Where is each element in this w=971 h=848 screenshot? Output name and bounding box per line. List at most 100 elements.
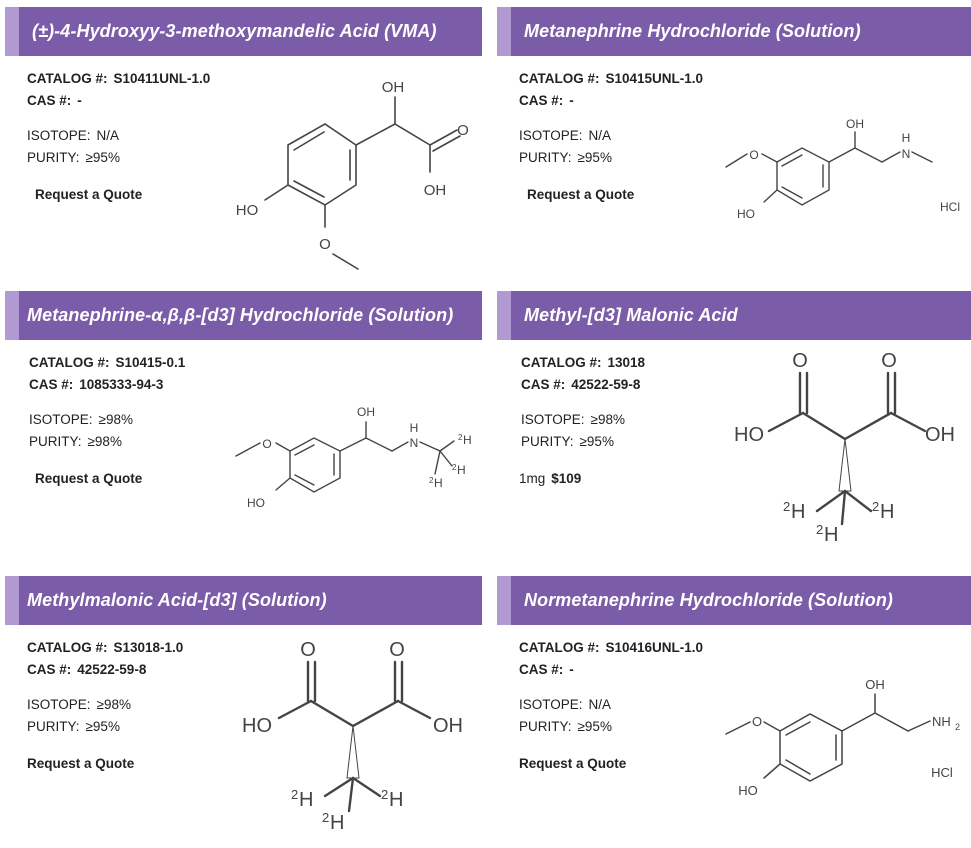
header-accent-bar xyxy=(497,576,511,625)
isotope-label: ISOTOPE: xyxy=(27,697,91,712)
product-info: CATALOG #: 13018 CAS #: 42522-59-8 ISOTOPE… xyxy=(521,352,645,453)
cas-number: - xyxy=(77,93,82,108)
catalog-label: CATALOG #: xyxy=(27,640,108,655)
purity-value: ≥95% xyxy=(579,434,614,449)
request-quote-link[interactable]: Request a Quote xyxy=(519,756,627,771)
purity-label: PURITY: xyxy=(27,719,80,734)
cas-number: 42522-59-8 xyxy=(571,377,641,392)
product-card: Normetanephrine Hydrochloride (Solution)… xyxy=(497,576,971,848)
atom-label: O xyxy=(457,122,469,139)
purity-label: PURITY: xyxy=(29,434,82,449)
isotope-mark: 2 xyxy=(458,433,463,442)
purity-value: ≥95% xyxy=(85,150,120,165)
product-info: CATALOG #:S10416UNL-1.0 CAS #:- ISOTOPE:… xyxy=(519,637,703,738)
card-header: Metanephrine-α,β,β-[d3] Hydrochloride (S… xyxy=(5,291,482,340)
request-quote-link[interactable]: Request a Quote xyxy=(35,187,143,202)
isotope-mark: 2 xyxy=(381,787,388,802)
isotope-mark: 2 xyxy=(872,499,879,514)
price-value: $109 xyxy=(551,471,582,486)
product-info: CATALOG #:S10415UNL-1.0 CAS #:- ISOTOPE:… xyxy=(519,68,703,169)
pack-size: 1mg xyxy=(519,471,546,486)
header-accent-bar xyxy=(497,291,511,340)
atom-label: O xyxy=(389,639,405,661)
isotope-mark: 2 xyxy=(452,463,457,472)
atom-label: H xyxy=(880,501,894,523)
request-quote-link[interactable]: Request a Quote xyxy=(27,756,135,771)
catalog-number: 13018 xyxy=(607,355,646,370)
isotope-label: ISOTOPE: xyxy=(519,128,583,143)
product-card: (±)-4-Hydroxyy-3-methoxymandelic Acid (V… xyxy=(5,7,484,279)
atom-label: HO xyxy=(236,202,259,219)
atom-label: OH xyxy=(865,677,885,692)
product-info: CATALOG #:S13018-1.0 CAS #:42522-59-8 IS… xyxy=(27,637,183,738)
atom-label: O xyxy=(881,350,897,372)
atom-label: N xyxy=(410,436,419,450)
catalog-label: CATALOG #: xyxy=(29,355,110,370)
atom-label: HO xyxy=(737,207,755,221)
product-card: Metanephrine-α,β,β-[d3] Hydrochloride (S… xyxy=(5,291,484,563)
product-title[interactable]: Normetanephrine Hydrochloride (Solution) xyxy=(524,590,894,610)
product-title[interactable]: Methyl-[d3] Malonic Acid xyxy=(524,305,738,325)
product-card: Metanephrine Hydrochloride (Solution) CA… xyxy=(497,7,971,279)
isotope-mark: 2 xyxy=(816,522,823,537)
isotope-value: N/A xyxy=(96,128,120,143)
isotope-mark: 2 xyxy=(429,476,434,485)
atom-label: H xyxy=(824,524,838,546)
atom-label: OH xyxy=(424,182,447,199)
atom-label: H xyxy=(791,501,805,523)
atom-label: O xyxy=(752,714,762,729)
isotope-value: ≥98% xyxy=(98,412,133,427)
product-info: CATALOG #: S10411UNL-1.0 CAS #:- ISOTOPE:… xyxy=(27,68,210,169)
atom-label: O xyxy=(792,350,808,372)
purity-label: PURITY: xyxy=(519,150,572,165)
atom-label: HCl xyxy=(931,765,953,780)
atom-label: H xyxy=(463,433,472,447)
header-accent-bar xyxy=(5,291,19,340)
isotope-label: ISOTOPE: xyxy=(521,412,585,427)
atom-label: O xyxy=(749,148,758,162)
isotope-label: ISOTOPE: xyxy=(27,128,91,143)
catalog-label: CATALOG #: xyxy=(519,71,600,86)
product-title[interactable]: Metanephrine Hydrochloride (Solution) xyxy=(524,21,861,41)
purity-value: ≥95% xyxy=(85,719,120,734)
atom-label: OH xyxy=(925,424,955,446)
request-quote-link[interactable]: Request a Quote xyxy=(527,187,635,202)
product-title[interactable]: Methylmalonic Acid-[d3] (Solution) xyxy=(27,590,327,610)
atom-label: O xyxy=(319,236,331,253)
atom-label: H xyxy=(434,476,443,490)
chemical-structure: OH H N O HO 2 H 2 H 2 H xyxy=(235,405,472,510)
price-row[interactable]: 1mg $109 xyxy=(519,471,581,486)
catalog-number: S10415-0.1 xyxy=(115,355,186,370)
atom-label: HO xyxy=(247,496,265,510)
catalog-number: S10411UNL-1.0 xyxy=(113,71,211,86)
atom-label: OH xyxy=(433,715,463,737)
atom-label: H xyxy=(389,789,403,811)
isotope-label: ISOTOPE: xyxy=(519,697,583,712)
atom-label: HO xyxy=(242,715,272,737)
atom-label: HO xyxy=(734,424,764,446)
isotope-mark: 2 xyxy=(291,787,298,802)
isotope-label: ISOTOPE: xyxy=(29,412,93,427)
isotope-mark: 2 xyxy=(955,722,960,732)
catalog-label: CATALOG #: xyxy=(521,355,602,370)
product-card: Methylmalonic Acid-[d3] (Solution) CATAL… xyxy=(5,576,484,848)
card-header: Metanephrine Hydrochloride (Solution) xyxy=(497,7,971,56)
request-quote-link[interactable]: Request a Quote xyxy=(35,471,143,486)
cas-number: 1085333-94-3 xyxy=(79,377,164,392)
product-title[interactable]: Metanephrine-α,β,β-[d3] Hydrochloride (S… xyxy=(27,305,454,325)
isotope-value: N/A xyxy=(588,697,612,712)
cas-number: - xyxy=(569,662,574,677)
purity-value: ≥95% xyxy=(577,719,612,734)
catalog-number: S10415UNL-1.0 xyxy=(605,71,704,86)
isotope-value: ≥98% xyxy=(590,412,625,427)
atom-label: O xyxy=(262,437,271,451)
catalog-label: CATALOG #: xyxy=(27,71,108,86)
card-header: (±)-4-Hydroxyy-3-methoxymandelic Acid (V… xyxy=(5,7,482,56)
product-title[interactable]: (±)-4-Hydroxyy-3-methoxymandelic Acid (V… xyxy=(32,21,437,41)
cas-number: - xyxy=(569,93,574,108)
cas-number: 42522-59-8 xyxy=(77,662,147,677)
card-header: Methyl-[d3] Malonic Acid xyxy=(497,291,971,340)
cas-label: CAS #: xyxy=(27,93,72,108)
cas-label: CAS #: xyxy=(29,377,74,392)
cas-label: CAS #: xyxy=(521,377,566,392)
